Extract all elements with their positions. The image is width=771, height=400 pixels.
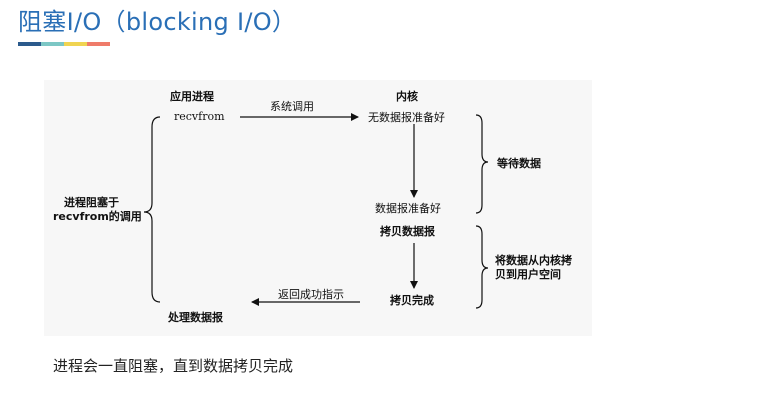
kernel-label: 内核	[396, 90, 418, 103]
diagram-lines	[143, 113, 489, 309]
copy-done-label: 拷贝完成	[390, 294, 434, 307]
slide-title: 阻塞I/O（blocking I/O）	[18, 8, 297, 36]
app-process-label: 应用进程	[170, 90, 214, 103]
accent-segment-1	[18, 42, 41, 46]
blocked-label-2: recvfrom的调用	[53, 210, 142, 223]
no-datagram-label: 无数据报准备好	[368, 111, 445, 124]
syscall-label: 系统调用	[270, 100, 314, 113]
title-accent-bar	[18, 42, 110, 46]
copy-datagram-label: 拷贝数据报	[380, 225, 435, 238]
datagram-ready-label: 数据报准备好	[375, 202, 441, 215]
process-blocked-brace	[143, 116, 161, 303]
wait-data-label: 等待数据	[497, 157, 541, 170]
copy-brace	[475, 225, 489, 309]
copy-to-user-label-2: 贝到用户空间	[495, 268, 561, 281]
accent-segment-3	[64, 42, 87, 46]
blocked-label-1: 进程阻塞于	[64, 196, 119, 209]
return-success-label: 返回成功指示	[278, 288, 344, 301]
recvfrom-label: recvfrom	[174, 110, 225, 123]
process-datagram-label: 处理数据报	[168, 311, 223, 324]
accent-segment-2	[41, 42, 64, 46]
wait-brace	[475, 114, 489, 214]
caption-text: 进程会一直阻塞，直到数据拷贝完成	[53, 357, 294, 375]
accent-segment-4	[87, 42, 110, 46]
blocking-io-diagram: 应用进程 recvfrom 系统调用 内核 无数据报准备好 等待数据 数据报准备…	[44, 80, 592, 336]
copy-to-user-label-1: 将数据从内核拷	[495, 254, 572, 267]
